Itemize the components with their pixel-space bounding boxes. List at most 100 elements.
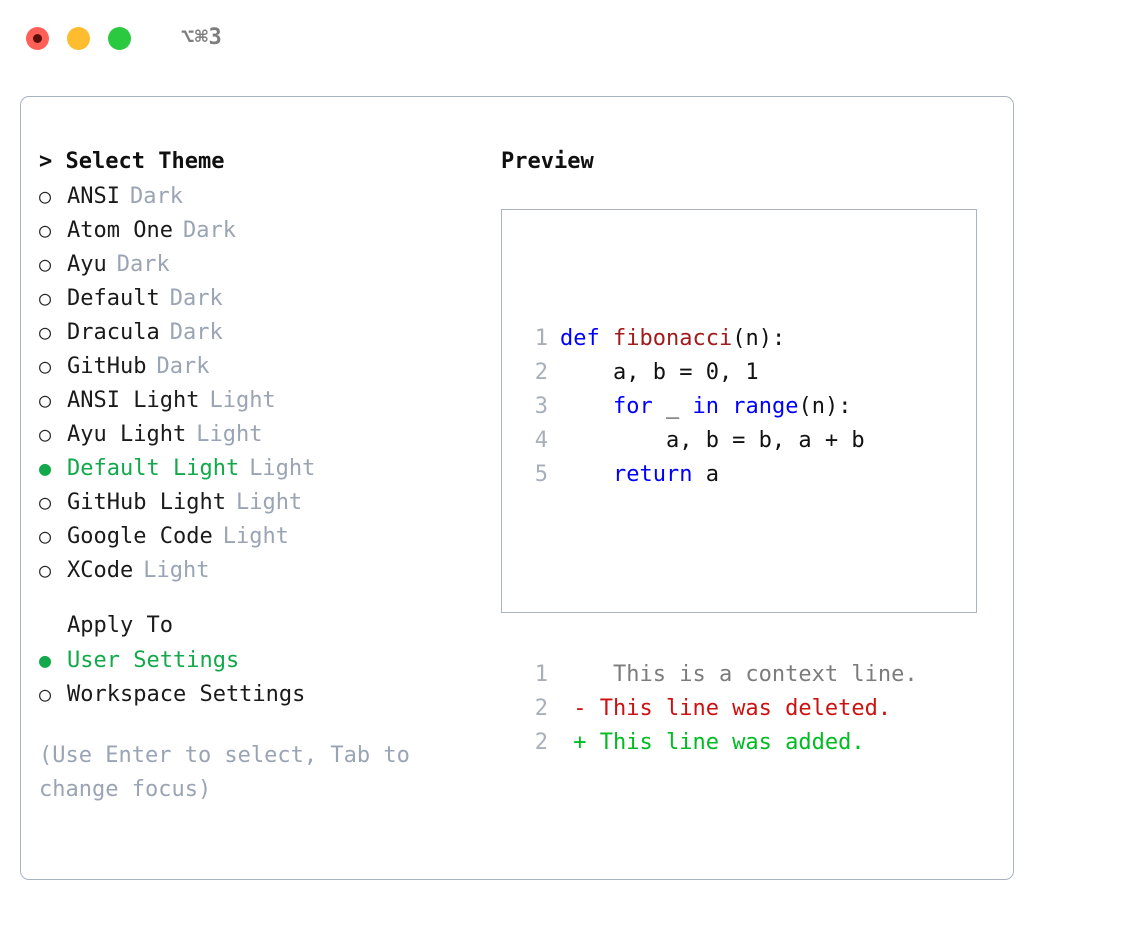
theme-variant-tag: Light [209,388,276,413]
diff-sample: 1 This is a context line.2 - This line w… [516,658,918,760]
code-line: 4 a, b = b, a + b [516,424,918,458]
hint-spacer [39,711,479,739]
code-line-number: 5 [534,462,548,487]
code-token-txt: (n): [732,326,786,351]
theme-option-row[interactable]: ○ ANSI Light Light [39,383,479,417]
radio-unselected-icon[interactable]: ○ [39,490,52,514]
diff-line-text-add: + This line was added. [560,730,865,755]
apply-to-heading: Apply To [67,613,173,638]
code-line-number: 4 [534,428,548,453]
preview-heading: Preview [501,149,594,174]
radio-unselected-icon[interactable]: ○ [39,320,52,344]
theme-option-row[interactable]: ○ Google Code Light [39,519,479,553]
radio-unselected-icon[interactable]: ○ [39,354,52,378]
theme-option-row[interactable]: ○ Atom One Dark [39,213,479,247]
theme-option-label: ANSI [67,184,120,209]
theme-option-label: Ayu [67,252,107,277]
code-token-txt: a, b = 0, 1 [560,360,759,385]
diff-line-number: 2 [534,730,548,755]
theme-option-row[interactable]: ○ GitHub Light Light [39,485,479,519]
select-theme-heading: > Select Theme [39,145,479,179]
theme-option-label: Dracula [67,320,160,345]
apply-to-option-row[interactable]: ● User Settings [39,643,479,677]
theme-variant-tag: Dark [169,320,223,345]
theme-option-label: Default [67,286,160,311]
diff-line-number: 1 [534,662,548,687]
theme-option-label: XCode [67,558,134,583]
code-token-kw: for [612,394,653,419]
theme-option-label: Ayu Light [67,422,187,447]
title-bar: ⌥⌘3 [0,0,1140,76]
radio-selected-icon[interactable]: ● [39,456,52,480]
apply-to-option-row[interactable]: ○ Workspace Settings [39,677,479,711]
code-line-number: 3 [534,394,548,419]
radio-unselected-icon[interactable]: ○ [39,184,52,208]
close-window-button[interactable] [26,26,49,50]
code-token-txt [560,462,613,487]
theme-option-label: Google Code [67,524,213,549]
radio-unselected-icon[interactable]: ○ [39,218,52,242]
theme-variant-tag: Dark [182,218,236,243]
code-token-txt: (n): [798,394,852,419]
apply-to-option-label: User Settings [67,648,240,673]
radio-unselected-icon[interactable]: ○ [39,252,52,276]
maximize-window-button[interactable] [108,26,131,50]
radio-unselected-icon[interactable]: ○ [39,682,52,706]
code-line-text: return a [560,458,719,492]
section-spacer [39,587,479,609]
theme-option-row[interactable]: ○ Dracula Dark [39,315,479,349]
theme-variant-tag: Dark [169,286,223,311]
window-controls [26,26,131,50]
code-token-txt [560,394,613,419]
code-line-text: for _ in range(n): [560,390,851,424]
theme-option-label: Atom One [67,218,173,243]
code-token-kw: def [560,326,613,351]
code-token-kw: in range [692,394,799,419]
preview-code: 1 def fibonacci(n): 2 a, b = 0, 1 3 for _ i… [516,254,918,828]
keyboard-hint-text: (Use Enter to select, Tab to change focu… [39,743,410,802]
minimize-window-button[interactable] [67,26,90,50]
select-theme-heading-label: Select Theme [65,149,225,174]
radio-unselected-icon[interactable]: ○ [39,422,52,446]
code-line-text: a, b = b, a + b [560,424,865,458]
apply-to-option-label: Workspace Settings [67,682,306,707]
code-line: 5 return a [516,458,918,492]
code-line-text: a, b = 0, 1 [560,356,759,390]
theme-option-label: ANSI Light [67,388,200,413]
code-line-text: def fibonacci(n): [560,322,785,356]
theme-option-row[interactable]: ○ ANSI Dark [39,179,479,213]
theme-variant-tag: Light [235,490,303,515]
keyboard-shortcut-label: ⌥⌘3 [181,25,223,50]
code-line-number: 1 [534,326,548,351]
preview-column: Preview 1 def fibonacci(n): 2 a, b = 0, 1 3… [501,145,1001,755]
theme-variant-tag: Light [143,558,210,583]
radio-unselected-icon[interactable]: ○ [39,286,52,310]
theme-option-row[interactable]: ○ Default Dark [39,281,479,315]
theme-variant-tag: Dark [129,184,183,209]
preview-box: 1 def fibonacci(n): 2 a, b = 0, 1 3 for _ i… [501,209,977,755]
radio-unselected-icon[interactable]: ○ [39,524,52,548]
radio-unselected-icon[interactable]: ○ [39,388,52,412]
diff-line: 1 This is a context line. [516,658,918,692]
code-token-kw: return [612,462,693,487]
radio-selected-icon[interactable]: ● [39,648,52,672]
radio-unselected-icon[interactable]: ○ [39,558,52,582]
diff-line-number: 2 [534,696,548,721]
theme-variant-tag: Light [222,524,289,549]
theme-option-label: GitHub Light [67,490,226,515]
code-token-txt: _ [652,394,693,419]
apply-to-option-list[interactable]: ● User Settings ○ Workspace Settings [39,643,479,711]
diff-line-text-del: - This line was deleted. [560,696,892,721]
theme-option-row[interactable]: ○ XCode Light [39,553,479,587]
code-line: 1 def fibonacci(n): [516,322,918,356]
diff-spacer [516,560,918,590]
diff-line: 2 - This line was deleted. [516,692,918,726]
